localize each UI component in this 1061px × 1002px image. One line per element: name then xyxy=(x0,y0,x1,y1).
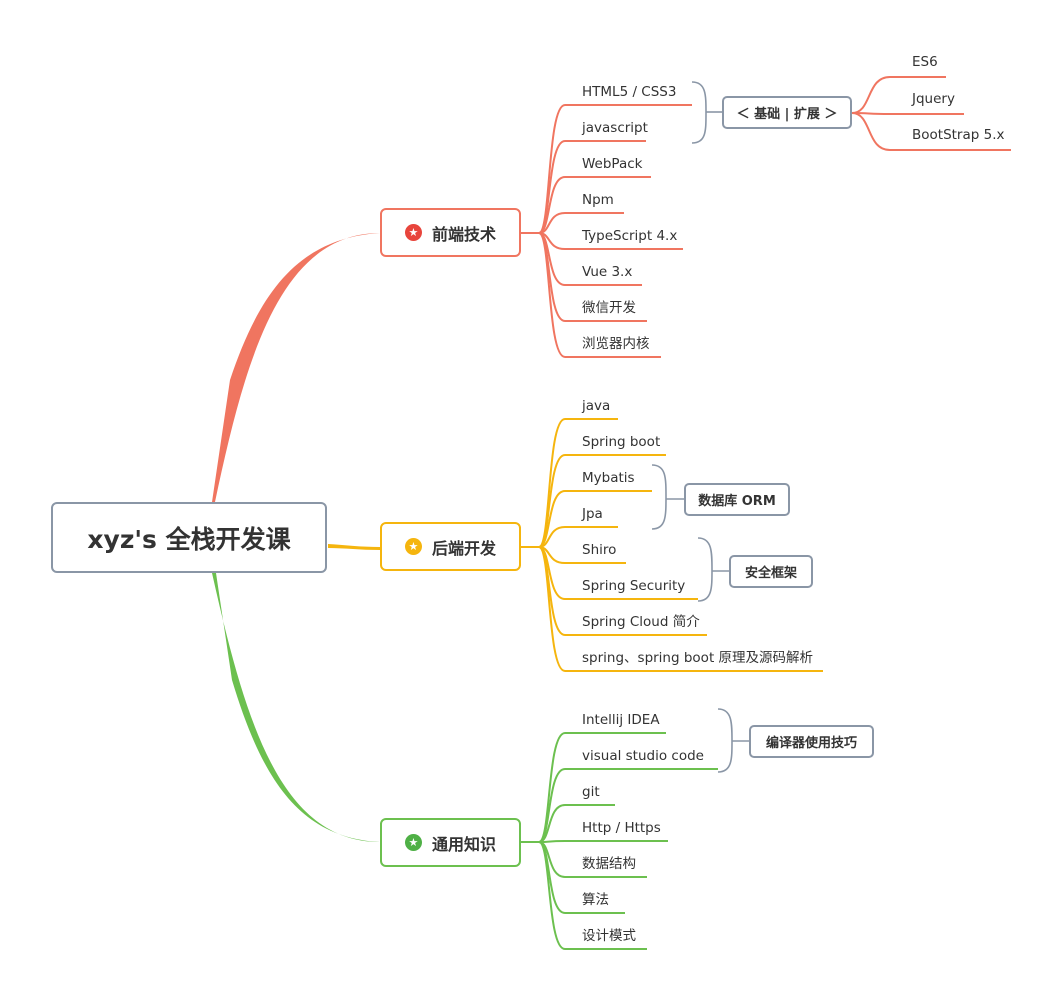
leaf-backend[interactable]: java xyxy=(582,398,611,414)
leaf-backend[interactable]: Spring Security xyxy=(582,578,686,594)
summary-orm[interactable]: 数据库 ORM xyxy=(684,483,790,516)
summary-security[interactable]: 安全框架 xyxy=(729,555,813,588)
leaf-connector xyxy=(521,232,661,358)
root-to-frontend-curve xyxy=(212,233,380,502)
branch-backend-label: 后端开发 xyxy=(431,538,496,558)
leaf-es[interactable]: ES6 xyxy=(912,54,938,70)
leaf-general[interactable]: 设计模式 xyxy=(582,928,636,944)
root-topic[interactable]: xyz's 全栈开发课 xyxy=(51,502,327,573)
leaf-connector xyxy=(521,841,647,950)
summary-brackets xyxy=(651,81,749,773)
es-connectors xyxy=(851,76,1011,151)
branch-frontend[interactable]: ★ 前端技术 xyxy=(380,208,521,257)
leaf-es[interactable]: Jquery xyxy=(912,91,955,107)
leaf-general[interactable]: 数据结构 xyxy=(582,856,636,872)
leaf-general[interactable]: Http / Https xyxy=(582,820,661,836)
general-connectors xyxy=(521,732,718,950)
leaf-frontend[interactable]: WebPack xyxy=(582,156,643,172)
leaf-frontend[interactable]: 浏览器内核 xyxy=(582,336,650,352)
leaf-backend[interactable]: Spring Cloud 简介 xyxy=(582,614,700,630)
leaf-backend[interactable]: spring、spring boot 原理及源码解析 xyxy=(582,650,814,666)
frontend-connectors xyxy=(521,104,692,358)
leaf-connector xyxy=(521,840,668,843)
leaf-general[interactable]: visual studio code xyxy=(582,748,704,764)
leaf-general[interactable]: 算法 xyxy=(582,892,609,908)
leaf-frontend[interactable]: Vue 3.x xyxy=(582,264,633,280)
leaf-frontend[interactable]: Npm xyxy=(582,192,614,208)
leaf-backend[interactable]: Shiro xyxy=(582,542,617,558)
leaf-es[interactable]: BootStrap 5.x xyxy=(912,127,1005,143)
security-summary-bracket xyxy=(697,537,713,602)
leaf-frontend[interactable]: javascript xyxy=(582,120,648,136)
root-to-general-curve xyxy=(212,573,380,842)
star-badge-icon: ★ xyxy=(404,834,422,851)
leaf-general[interactable]: git xyxy=(582,784,600,800)
leaf-connector xyxy=(521,546,823,672)
leaf-backend[interactable]: Jpa xyxy=(582,506,603,522)
leaf-backend[interactable]: Mybatis xyxy=(582,470,635,486)
branch-frontend-label: 前端技术 xyxy=(431,224,496,244)
orm-summary-bracket xyxy=(651,464,667,530)
backend-connectors xyxy=(521,418,823,672)
leaf-backend[interactable]: Spring boot xyxy=(582,434,661,450)
leaf-general[interactable]: Intellij IDEA xyxy=(582,712,660,728)
summary-editor[interactable]: 编译器使用技巧 xyxy=(749,725,874,758)
editor-summary-bracket xyxy=(717,708,733,773)
leaf-frontend[interactable]: HTML5 / CSS3 xyxy=(582,84,677,100)
summary-frontend[interactable]: ＜ 基础 | 扩展 ＞ xyxy=(722,96,852,129)
branch-general-label: 通用知识 xyxy=(431,834,496,854)
star-badge-icon: ★ xyxy=(404,538,422,555)
root-to-backend-curve xyxy=(328,544,380,550)
star-badge-icon: ★ xyxy=(404,224,422,241)
frontend-summary-bracket xyxy=(691,81,707,144)
leaf-frontend[interactable]: 微信开发 xyxy=(582,300,636,316)
branch-general[interactable]: ★ 通用知识 xyxy=(380,818,521,867)
leaf-frontend[interactable]: TypeScript 4.x xyxy=(582,228,678,244)
branch-backend[interactable]: ★ 后端开发 xyxy=(380,522,521,571)
